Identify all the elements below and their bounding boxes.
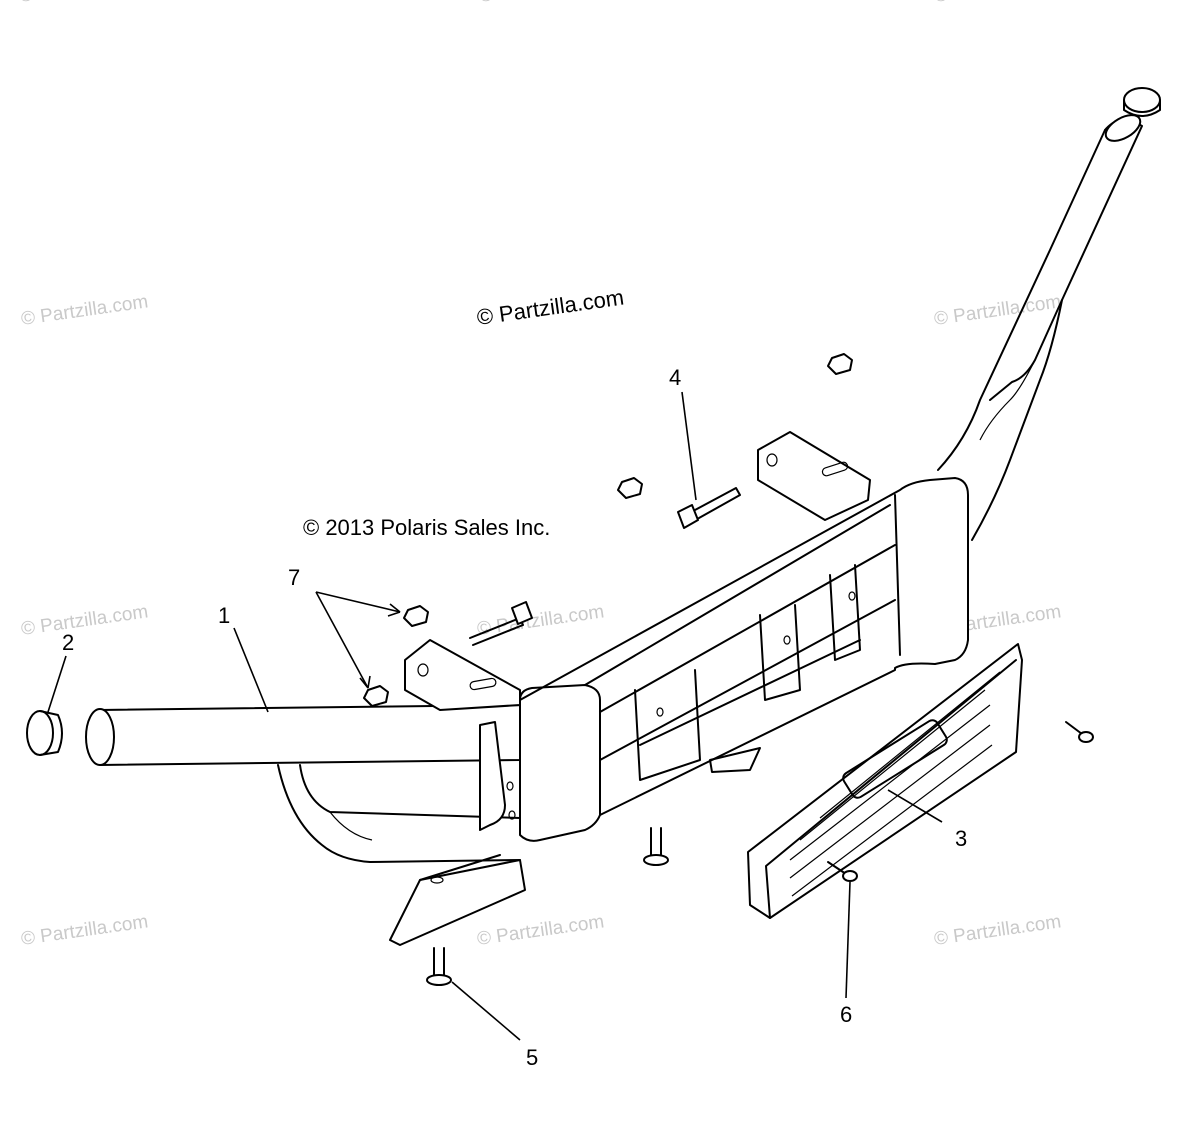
flange-bolt xyxy=(426,827,669,986)
screw xyxy=(827,721,1094,882)
watermark: © Partzilla.com xyxy=(933,291,1063,330)
callout-2: 2 xyxy=(62,630,74,655)
bumper-tube-right xyxy=(937,114,1143,541)
copyright-partzilla: © Partzilla.com xyxy=(475,285,625,330)
watermark: © Partzilla.com xyxy=(20,601,150,640)
mount-bracket-left xyxy=(404,639,521,711)
watermark: © Partzilla.com xyxy=(478,0,608,7)
watermark: © Partzilla.com xyxy=(933,911,1063,950)
watermark: © Partzilla.com xyxy=(476,601,606,640)
bumper-tube-left xyxy=(85,704,521,863)
bumper-beam xyxy=(389,477,969,946)
watermark: © Partzilla.com xyxy=(20,911,150,950)
watermark: © Partzilla.com xyxy=(933,0,1063,7)
end-cap-plug xyxy=(26,87,1161,756)
mount-bracket-right xyxy=(757,431,871,521)
callout-3: 3 xyxy=(955,826,967,851)
watermark: © Partzilla.com xyxy=(20,291,150,330)
callout-5: 5 xyxy=(526,1045,538,1070)
watermark: © Partzilla.com xyxy=(476,911,606,950)
callout-7: 7 xyxy=(288,565,300,590)
watermark: © Partzilla.com xyxy=(18,0,148,7)
callout-6: 6 xyxy=(840,1002,852,1027)
callout-1: 1 xyxy=(218,603,230,628)
callout-labels: 1 2 3 4 5 6 7 xyxy=(62,365,967,1070)
copyright-polaris: © 2013 Polaris Sales Inc. xyxy=(303,515,550,540)
long-bolt xyxy=(469,487,741,646)
callout-4: 4 xyxy=(669,365,681,390)
winch-grille-plate xyxy=(747,643,1023,919)
leader-lines xyxy=(47,391,943,1041)
flange-nut xyxy=(363,353,853,707)
